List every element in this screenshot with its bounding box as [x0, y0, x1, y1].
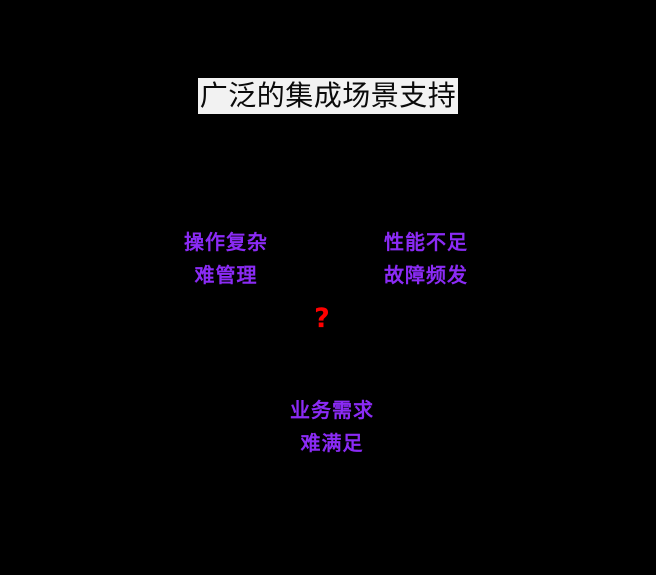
- slide-title-text: 广泛的集成场景支持: [197, 78, 459, 115]
- pain-point-right-line1: 性能不足: [384, 230, 468, 254]
- pain-point-bottom-line2: 难满足: [300, 431, 364, 455]
- pain-point-right-line2: 故障频发: [384, 263, 468, 287]
- pain-point-bottom-line1: 业务需求: [290, 398, 374, 422]
- pain-point-left: 操作复杂 难管理: [126, 226, 326, 292]
- pain-point-right: 性能不足 故障频发: [326, 226, 526, 292]
- pain-point-left-line1: 操作复杂: [184, 230, 268, 254]
- pain-point-bottom: 业务需求 难满足: [232, 394, 432, 460]
- slide-title: 广泛的集成场景支持: [0, 78, 656, 115]
- question-mark-icon: ?: [314, 303, 330, 334]
- pain-point-left-line2: 难管理: [194, 263, 258, 287]
